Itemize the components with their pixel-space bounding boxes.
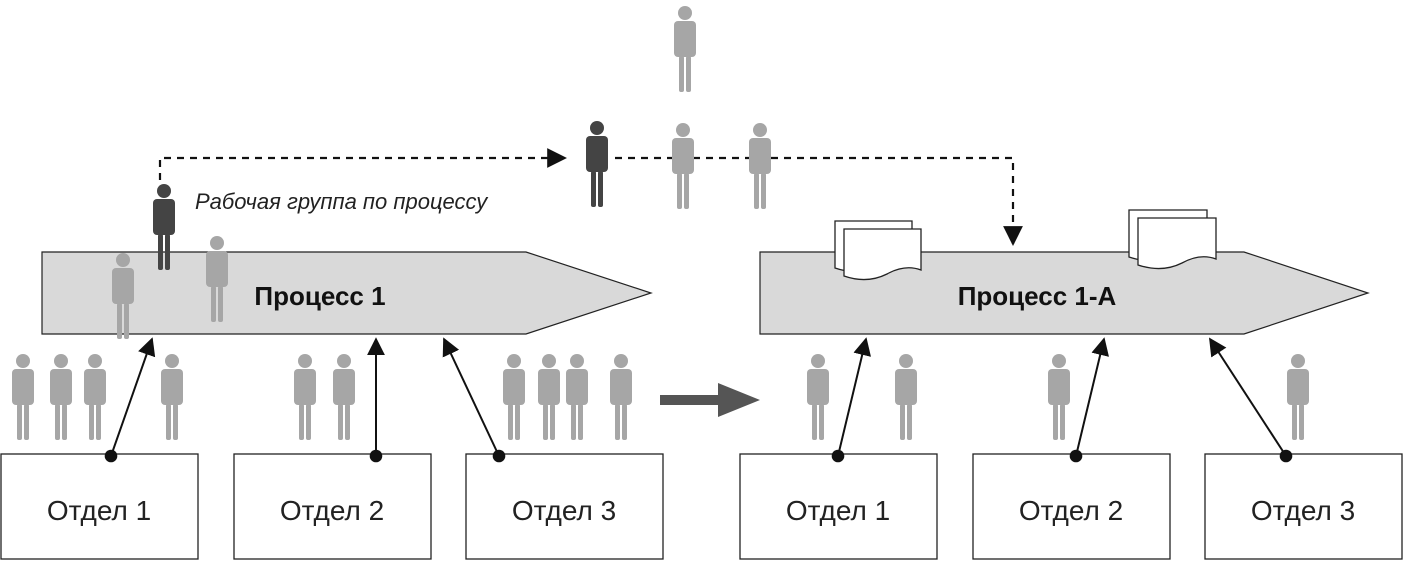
department-connector [831,337,871,463]
person-icon [674,6,696,92]
department-label: Отдел 3 [512,495,616,526]
department-label: Отдел 1 [786,495,890,526]
department-box [465,453,664,560]
person-icon [1287,354,1309,440]
person-icon [538,354,560,440]
transition-arrow [660,383,760,417]
person-icon [161,354,183,440]
department-connector [1069,337,1109,463]
process-1-arrow [41,251,653,335]
person-icon [50,354,72,440]
person-icon [84,354,106,440]
person-icon [12,354,34,440]
department-connector [104,337,156,463]
person-icon [294,354,316,440]
document-icon [834,220,922,281]
person-icon [895,354,917,440]
person-icon [503,354,525,440]
department-box [1204,453,1403,560]
department-box [233,453,432,560]
department-label: Отдел 3 [1251,495,1355,526]
department-connector [1209,337,1293,463]
department-label: Отдел 2 [1019,495,1123,526]
dashed-connector [158,148,567,180]
person-icon [333,354,355,440]
person-icon [566,354,588,440]
person-leader-icon [586,121,608,207]
department-box [0,453,199,560]
working-group-label: Рабочая группа по процессу [195,189,489,214]
process-1-label: Процесс 1 [254,281,385,311]
person-icon [1048,354,1070,440]
department-box [739,453,938,560]
person-icon [807,354,829,440]
document-icon [1128,209,1217,270]
person-icon [610,354,632,440]
process-1a-label: Процесс 1-А [958,281,1117,311]
department-label: Отдел 2 [280,495,384,526]
department-label: Отдел 1 [47,495,151,526]
department-connector [442,337,506,463]
person-icon [672,123,694,209]
dashed-connector [615,156,1023,246]
person-icon [749,123,771,209]
